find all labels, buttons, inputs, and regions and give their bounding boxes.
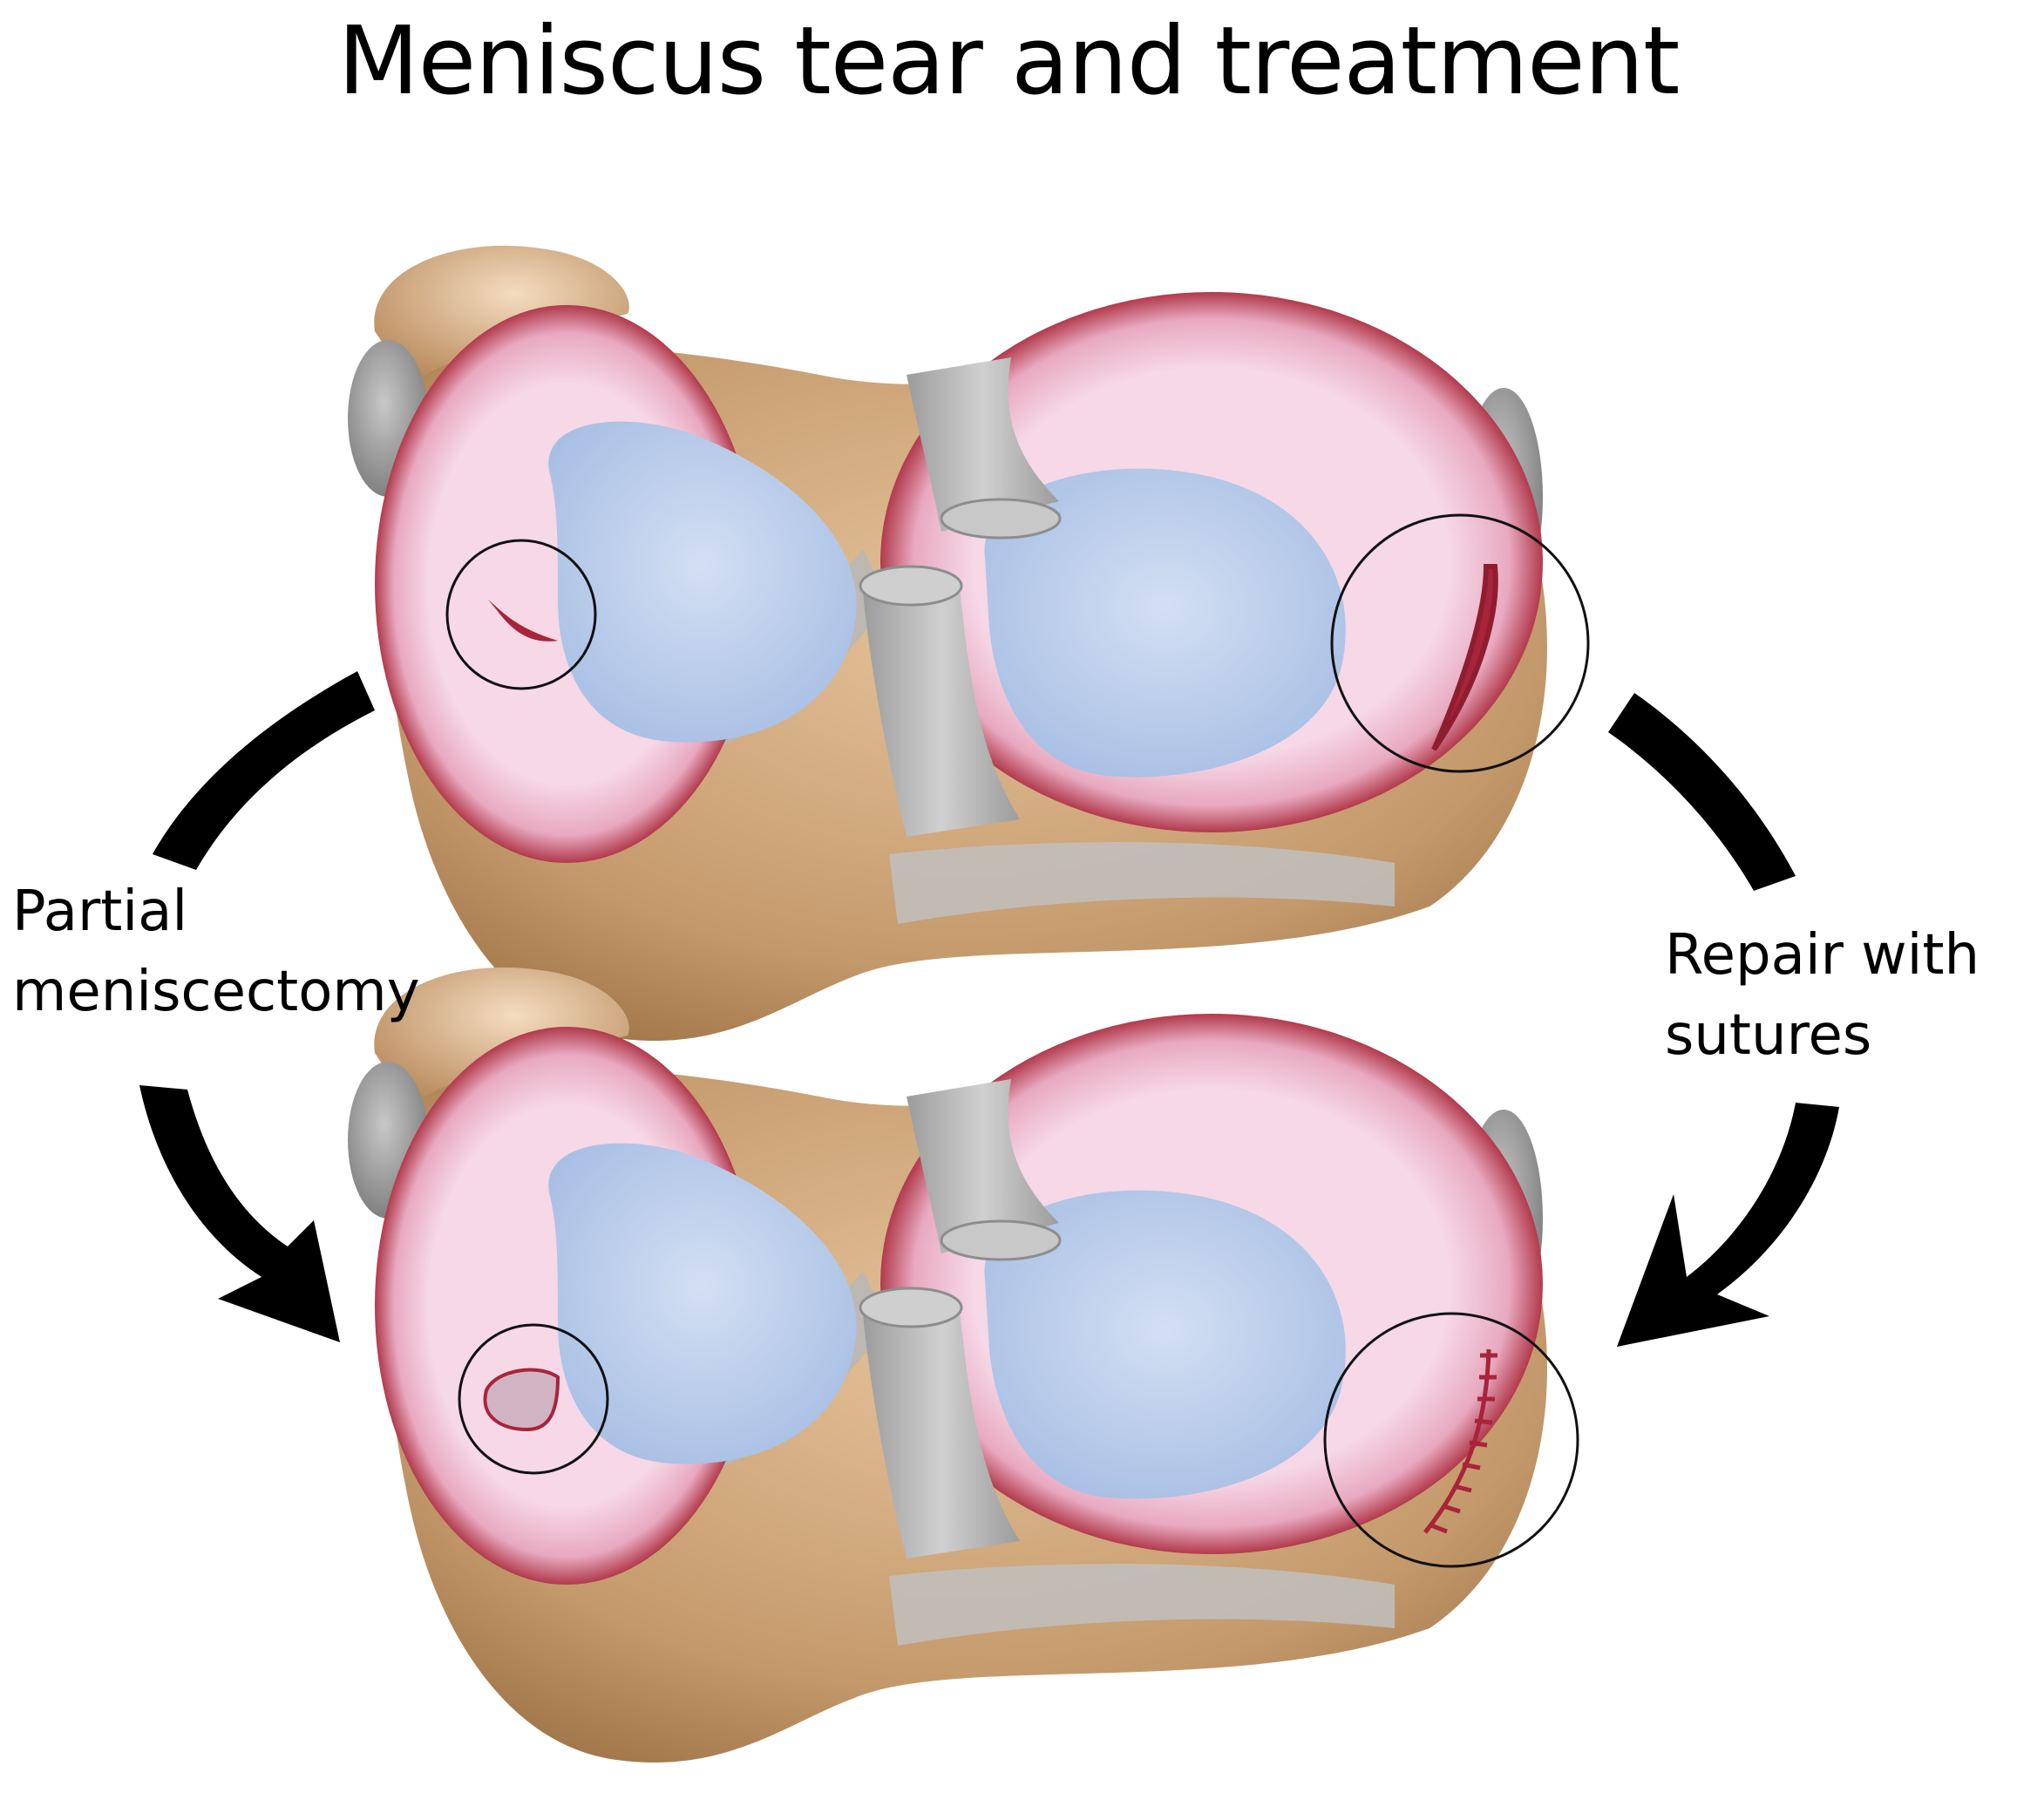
label-right-line-2: sutures (1665, 1003, 1872, 1068)
knee-treated-panel (346, 966, 1579, 1764)
trimmed-edge (483, 1368, 560, 1432)
magnifier-circle-left-bottom (458, 1323, 609, 1475)
arrow-lower-right (1617, 1103, 1839, 1347)
magnifier-circle-left (445, 539, 597, 690)
label-left-line-1: Partial (12, 879, 188, 944)
label-partial-meniscectomy: Partial meniscectomy (12, 872, 420, 1032)
arrow-upper-right (1608, 693, 1796, 891)
magnifier-circle-right (1330, 513, 1590, 773)
suture-line (1423, 1348, 1497, 1534)
arrow-upper-left (153, 671, 375, 870)
diagram-title: Meniscus tear and treatment (337, 7, 1681, 116)
magnifier-circle-right-bottom (1323, 1312, 1579, 1568)
knee-torn-panel (346, 244, 1590, 1042)
arrow-lower-left (139, 1085, 340, 1342)
flap-tear (488, 600, 558, 642)
label-repair-with-sutures: Repair with sutures (1665, 915, 1980, 1076)
longitudinal-tear (1431, 564, 1498, 751)
label-left-line-2: meniscectomy (12, 960, 420, 1024)
label-right-line-1: Repair with (1665, 923, 1980, 988)
